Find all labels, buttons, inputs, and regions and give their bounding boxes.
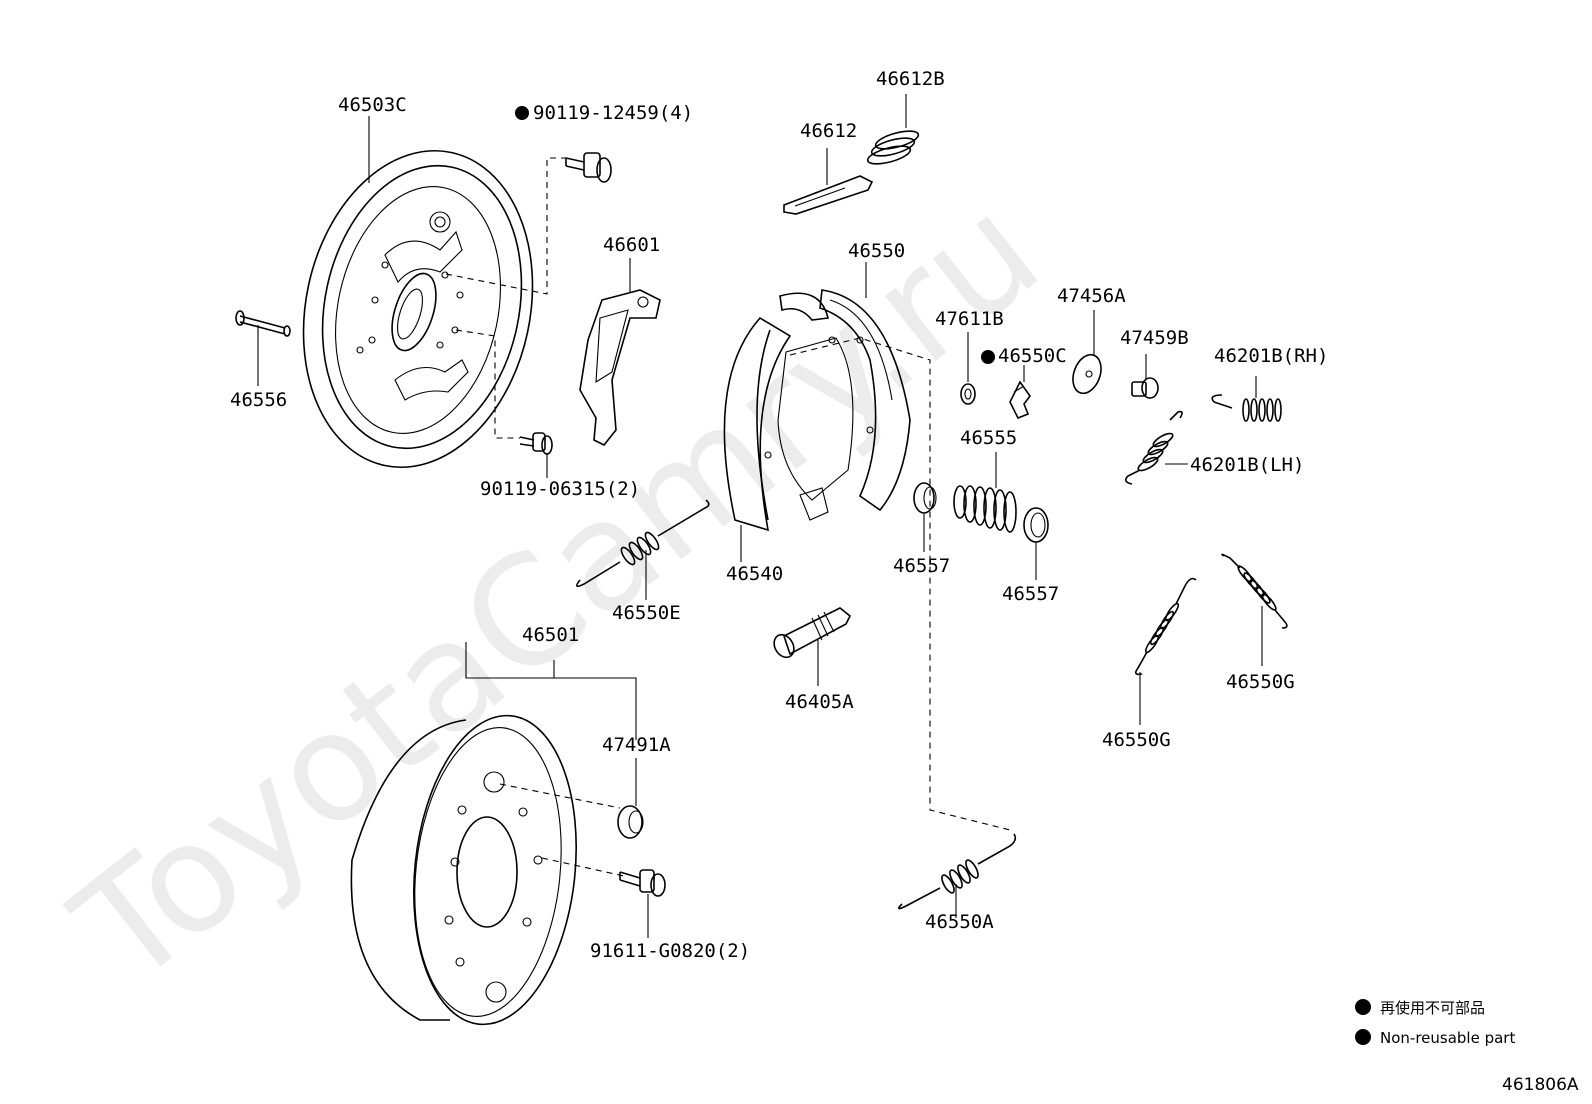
label-46550E: 46550E: [612, 602, 681, 624]
label-46555: 46555: [960, 427, 1017, 449]
non-reusable-marker: [981, 350, 995, 364]
label-46201B-RH: 46201B(RH): [1214, 345, 1328, 367]
label-47491A: 47491A: [602, 734, 671, 756]
label-46612B: 46612B: [876, 68, 945, 90]
brake-drum-46501: [350, 642, 637, 1026]
spring-46550G-b: [1221, 553, 1288, 666]
legend-text-en: Non-reusable part: [1380, 1029, 1515, 1047]
label-90119-12459: 90119-12459(4): [533, 102, 693, 124]
label-46501: 46501: [522, 624, 579, 646]
backing-plate-46503C: [302, 116, 568, 469]
watermark: ToyotaCamry.ru: [44, 164, 1070, 1019]
label-46550: 46550: [848, 240, 905, 262]
label-46540: 46540: [726, 563, 783, 585]
legend-marker-ja: [1355, 999, 1371, 1015]
legend-marker-en: [1355, 1029, 1371, 1045]
spring-46550A: [898, 833, 1017, 918]
spring-46555: [953, 452, 1017, 533]
label-46556: 46556: [230, 389, 287, 411]
non-reusable-marker: [515, 106, 529, 120]
plug-47491A: [617, 758, 644, 839]
label-47611B: 47611B: [935, 308, 1004, 330]
spring-46612B: [866, 94, 920, 165]
label-47456A: 47456A: [1057, 285, 1126, 307]
label-46557-a: 46557: [893, 555, 950, 577]
retainer-46557-a: [913, 482, 937, 552]
pin-46556: [235, 310, 291, 386]
spring-46550E: [576, 499, 710, 600]
diagram-code: 461806A: [1502, 1075, 1579, 1095]
adjuster-46612: [783, 148, 874, 215]
bolt-47459B: [1131, 354, 1159, 399]
label-46550A: 46550A: [925, 911, 994, 933]
clip-46550C: [981, 350, 1031, 420]
washer-47611B: [960, 332, 976, 405]
bolt-91611-G0820: [619, 869, 666, 938]
label-91611-G0820: 91611-G0820(2): [590, 940, 750, 962]
label-46503C: 46503C: [338, 94, 407, 116]
spring-46201B-LH: [1124, 410, 1188, 485]
legend-text-ja: 再使用不可部品: [1380, 999, 1485, 1017]
label-90119-06315: 90119-06315(2): [480, 478, 640, 500]
label-46557-b: 46557: [1002, 583, 1059, 605]
plate-47456A: [1072, 310, 1102, 395]
brake-shoe-46550: [723, 262, 1011, 831]
label-47459B: 47459B: [1120, 327, 1189, 349]
label-46405A: 46405A: [785, 691, 854, 713]
label-46201B-LH: 46201B(LH): [1190, 454, 1304, 476]
spring-46201B-RH: [1211, 376, 1282, 422]
legend: 再使用不可部品 Non-reusable part: [1355, 999, 1515, 1047]
label-46612: 46612: [800, 120, 857, 142]
label-46550G-a: 46550G: [1102, 729, 1171, 751]
bolt-90119-06315: [519, 432, 553, 478]
bolt-90119-12459: [515, 106, 612, 183]
adjuster-46405A: [773, 607, 852, 686]
label-46550C: 46550C: [998, 345, 1067, 367]
strut-46601: [579, 258, 661, 447]
label-46601: 46601: [603, 234, 660, 256]
retainer-46557-b: [1023, 507, 1049, 580]
label-46550G-b: 46550G: [1226, 671, 1295, 693]
spring-46550G-a: [1134, 577, 1197, 725]
